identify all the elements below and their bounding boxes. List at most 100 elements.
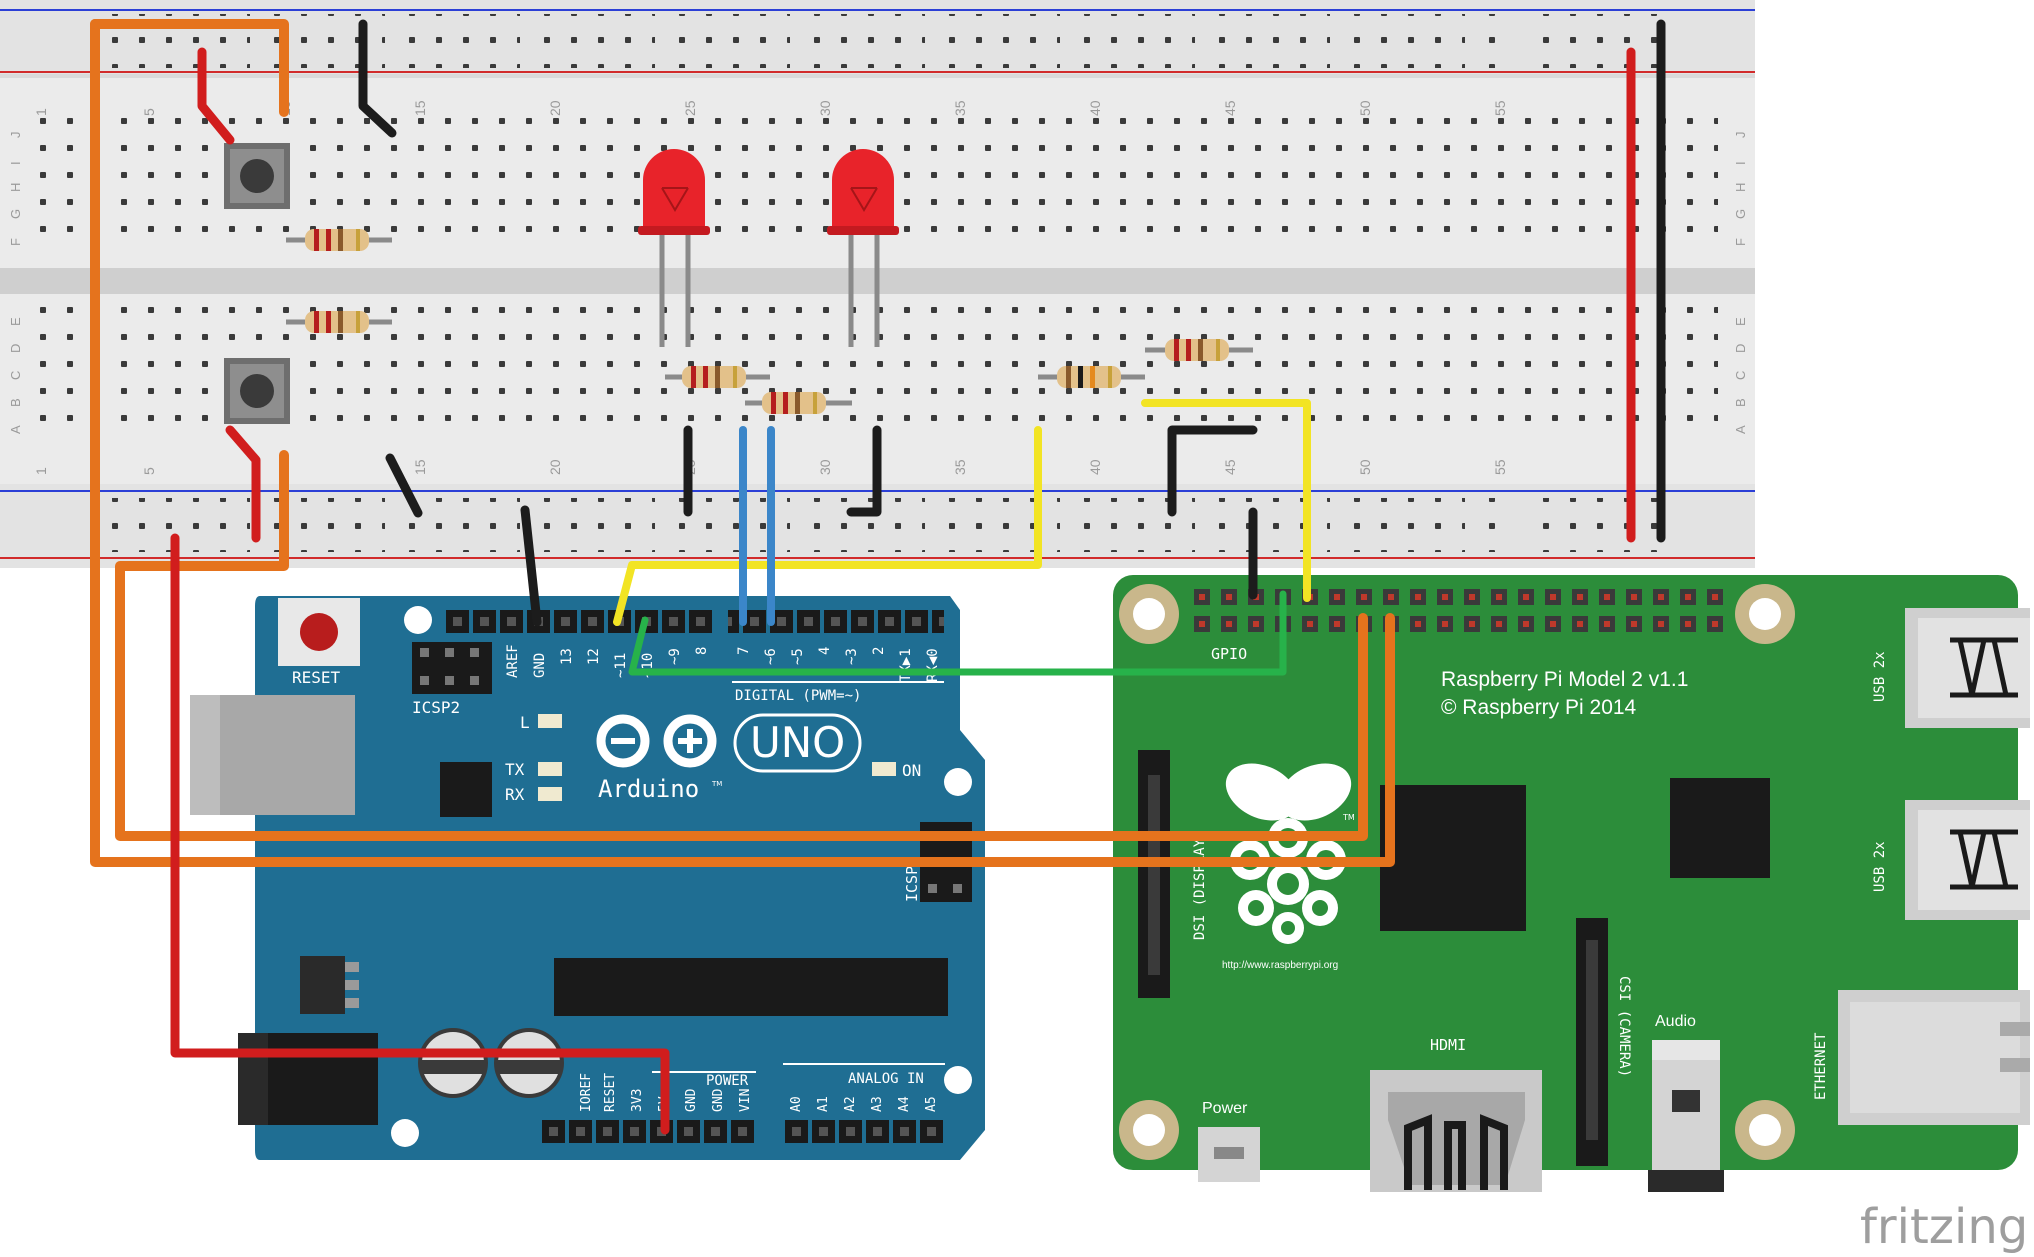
mounting-hole bbox=[944, 768, 972, 796]
icsp2-label: ICSP2 bbox=[412, 698, 460, 717]
row-letter: F bbox=[8, 238, 23, 246]
reset-label: RESET bbox=[292, 668, 341, 687]
pin-label-aref: AREF bbox=[505, 644, 521, 678]
led-l-label: L bbox=[520, 713, 530, 732]
pi-copyright: © Raspberry Pi 2014 bbox=[1441, 696, 1637, 719]
pi-url: http://www.raspberrypi.org bbox=[1222, 960, 1338, 971]
resistor bbox=[1038, 366, 1145, 388]
pin-label-12: 12 bbox=[586, 648, 602, 665]
mounting-hole bbox=[1119, 584, 1179, 644]
led-l bbox=[538, 714, 562, 728]
row-letter: I bbox=[8, 161, 23, 165]
power-pin-reset: RESET bbox=[603, 1073, 618, 1112]
ethernet-label: ETHERNET bbox=[1813, 1032, 1829, 1100]
ethernet-port bbox=[1838, 990, 2030, 1125]
wire-red bbox=[225, 425, 261, 543]
hdmi-label: HDMI bbox=[1430, 1036, 1466, 1054]
pin-label-4: 4 bbox=[817, 647, 833, 655]
brand-uno: UNO bbox=[750, 718, 845, 767]
col-number-bottom: 55 bbox=[1492, 459, 1508, 475]
power-pin-gnd: GND bbox=[684, 1088, 699, 1112]
atmega-chip bbox=[554, 958, 948, 1016]
capacitor bbox=[494, 1028, 564, 1098]
lan-chip bbox=[1670, 778, 1770, 878]
wire-orange bbox=[90, 19, 289, 117]
col-number-top: 35 bbox=[952, 100, 968, 116]
mounting-hole bbox=[404, 606, 432, 634]
col-number-bottom: 35 bbox=[952, 459, 968, 475]
row-letter: B bbox=[1733, 398, 1748, 407]
wire-black bbox=[1167, 425, 1258, 517]
resistor bbox=[1145, 339, 1253, 361]
col-number-top: 1 bbox=[33, 108, 49, 116]
wire-black bbox=[520, 505, 542, 627]
power-pin-gnd2: GND bbox=[711, 1088, 726, 1112]
col-number-bottom: 20 bbox=[547, 459, 563, 475]
col-number-bottom: 45 bbox=[1222, 459, 1238, 475]
analog-label: ANALOG IN bbox=[848, 1071, 924, 1087]
led-rx bbox=[538, 787, 562, 801]
col-number-top: 45 bbox=[1222, 100, 1238, 116]
col-number-top: 50 bbox=[1357, 100, 1373, 116]
col-number-top: 40 bbox=[1087, 100, 1103, 116]
icsp-label: ICSP bbox=[903, 866, 921, 902]
row-letter: J bbox=[1733, 132, 1748, 139]
pin-label-6: ~6 bbox=[763, 648, 779, 665]
digital-header-right bbox=[728, 608, 944, 635]
analog-pin-a0: A0 bbox=[789, 1096, 804, 1112]
mounting-hole bbox=[1119, 1100, 1179, 1160]
resistor bbox=[286, 229, 392, 251]
resistor bbox=[745, 392, 852, 414]
row-letter: H bbox=[8, 183, 23, 192]
gpio-label: GPIO bbox=[1211, 645, 1247, 663]
led-on-label: ON bbox=[902, 761, 921, 780]
row-letter: F bbox=[1733, 238, 1748, 246]
power-label: Power bbox=[1202, 1100, 1248, 1117]
wire-black bbox=[385, 453, 423, 518]
push-button[interactable] bbox=[224, 358, 290, 424]
resistor bbox=[286, 311, 392, 333]
analog-pin-a4: A4 bbox=[897, 1096, 912, 1112]
row-letter: C bbox=[8, 371, 23, 380]
mounting-hole bbox=[944, 1066, 972, 1094]
col-number-bottom: 40 bbox=[1087, 459, 1103, 475]
row-letter: E bbox=[8, 317, 23, 326]
pin-label-1: TX▶1 bbox=[898, 648, 914, 682]
mounting-hole bbox=[1735, 584, 1795, 644]
col-number-bottom: 30 bbox=[817, 459, 833, 475]
row-letter: I bbox=[1733, 161, 1748, 165]
row-letter: A bbox=[8, 425, 23, 434]
pin-label-7: 7 bbox=[736, 647, 752, 655]
resistor bbox=[665, 366, 770, 388]
pin-label-2: 2 bbox=[871, 647, 887, 655]
wire-orange bbox=[115, 450, 1368, 841]
col-number-top: 15 bbox=[412, 100, 428, 116]
wire-green bbox=[628, 590, 1287, 676]
power-pin-ioref: IOREF bbox=[579, 1073, 594, 1112]
pin-label-5: ~5 bbox=[790, 648, 806, 665]
col-number-bottom: 15 bbox=[412, 459, 428, 475]
fritzing-watermark: fritzing bbox=[1860, 1199, 2028, 1255]
gpio-header bbox=[1190, 585, 1730, 639]
col-number-bottom: 50 bbox=[1357, 459, 1373, 475]
col-number-top: 25 bbox=[682, 100, 698, 116]
wire-red bbox=[170, 533, 670, 1135]
analog-pin-a3: A3 bbox=[870, 1096, 885, 1112]
led-on bbox=[872, 762, 896, 776]
row-letter: C bbox=[1733, 371, 1748, 380]
power-label: POWER bbox=[706, 1073, 749, 1089]
wire-red bbox=[197, 47, 235, 145]
pin-label-11: ~11 bbox=[613, 653, 629, 678]
pin-label-0: RX◀0 bbox=[925, 648, 941, 682]
col-number-top: 30 bbox=[817, 100, 833, 116]
red-led bbox=[638, 149, 710, 347]
col-number-top: 20 bbox=[547, 100, 563, 116]
arduino-uno-board: RESET ICSP2 AREF GND 13 12 ~11 ~10 ~9 8 … bbox=[190, 596, 985, 1160]
push-button[interactable] bbox=[224, 143, 290, 209]
pin-label-9: ~9 bbox=[667, 648, 683, 665]
led-tx bbox=[538, 762, 562, 776]
analog-pin-a1: A1 bbox=[816, 1096, 831, 1112]
analog-pin-a5: A5 bbox=[924, 1096, 939, 1112]
hdmi-port bbox=[1370, 1070, 1542, 1192]
